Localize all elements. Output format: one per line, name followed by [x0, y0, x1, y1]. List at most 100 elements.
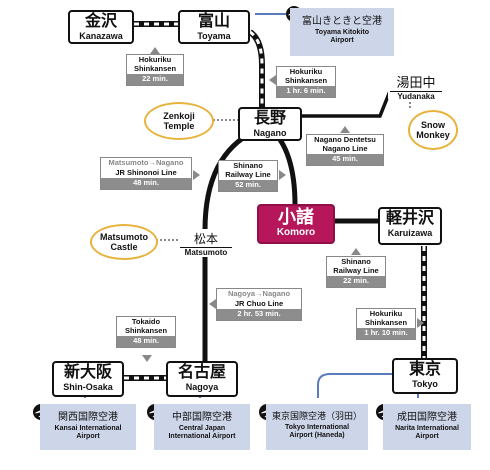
- route-matsumoto-nagano-line: JR Shinonoi Line: [115, 167, 177, 177]
- station-toyama[interactable]: 富山 Toyama: [178, 10, 250, 44]
- station-karuizawa[interactable]: 軽井沢 Karuizawa: [378, 207, 442, 245]
- route-shinosaka-nagoya-line2: Shinkansen: [124, 325, 168, 335]
- airport-haneda-jp: 東京国際空港（羽田）: [271, 411, 362, 421]
- airport-toyama[interactable]: 富山きときと空港 Toyama Kitokito Airport: [290, 8, 394, 56]
- sight-snow-monkey-line1: Snow: [421, 119, 445, 130]
- airport-kansai[interactable]: 関西国際空港 Kansai International Airport: [40, 404, 136, 450]
- route-nagano-komoro-line2: Railway Line: [225, 169, 271, 179]
- station-karuizawa-jp: 軽井沢: [385, 210, 434, 227]
- route-toyama-nagano-time: 1 hr. 6 min.: [277, 86, 335, 97]
- route-nagoya-matsumoto-to: Nagano: [262, 289, 291, 298]
- route-shinosaka-nagoya: Tokaido Shinkansen 48 min.: [116, 316, 176, 348]
- station-kanazawa-en: Kanazawa: [79, 31, 123, 41]
- route-matsumoto-nagano: Matsumoto→Nagano JR Shinonoi Line 48 min…: [100, 157, 192, 190]
- station-komoro-jp: 小諸: [278, 207, 314, 227]
- station-komoro[interactable]: 小諸 Komoro: [257, 204, 335, 244]
- airport-narita[interactable]: 成田国際空港 Narita International Airport: [383, 404, 471, 450]
- airport-kansai-en1: Kansai International: [54, 425, 122, 432]
- station-tokyo[interactable]: 東京 Tokyo: [392, 358, 458, 394]
- route-matsumoto-nagano-time: 48 min.: [101, 178, 191, 189]
- sight-snow-monkey[interactable]: Snow Monkey: [408, 110, 458, 150]
- airport-narita-jp: 成田国際空港: [397, 412, 457, 423]
- airport-haneda-en2: Airport (Haneda): [289, 431, 345, 439]
- station-shin-osaka-en: Shin-Osaka: [63, 382, 113, 392]
- sight-matsumoto-castle[interactable]: Matsumoto Castle: [90, 224, 158, 260]
- air-link-haneda: [317, 373, 392, 398]
- pointer-komoro-karuizawa: [351, 248, 361, 255]
- station-matsumoto-en: Matsumoto: [180, 247, 232, 257]
- sight-zenkoji-line1: Zenkoji: [163, 110, 195, 121]
- sight-zenkoji-temple[interactable]: Zenkoji Temple: [144, 102, 214, 140]
- route-matsumoto-nagano-arrow: →: [148, 158, 156, 167]
- route-komoro-karuizawa-line2: Railway Line: [333, 265, 379, 275]
- pointer-toyama-nagano: [269, 75, 276, 85]
- station-nagano-jp: 長野: [253, 110, 286, 127]
- route-nagoya-matsumoto-header: Nagoya→Nagano: [217, 289, 301, 299]
- route-komoro-karuizawa-time: 22 min.: [327, 276, 385, 287]
- pointer-karuizawa-tokyo: [417, 318, 424, 328]
- station-nagano[interactable]: 長野 Nagano: [238, 107, 302, 141]
- station-tokyo-en: Tokyo: [412, 379, 438, 389]
- route-toyama-nagano: Hokuriku Shinkansen 1 hr. 6 min.: [276, 66, 336, 98]
- route-nagano-komoro: Shinano Railway Line 52 min.: [218, 160, 278, 192]
- airport-chubu-en2: International Airport: [168, 432, 236, 440]
- route-nagano-yudanaka-line2: Nagano Line: [322, 143, 368, 153]
- airport-narita-en2: Airport: [415, 432, 439, 440]
- airport-chubu-en1: Central Japan: [178, 425, 226, 432]
- sight-zenkoji-line2: Temple: [163, 121, 195, 131]
- route-matsumoto-nagano-to: Nagano: [155, 158, 184, 167]
- station-toyama-jp: 富山: [197, 13, 230, 30]
- station-shin-osaka[interactable]: 新大阪 Shin-Osaka: [52, 361, 124, 397]
- route-karuizawa-tokyo: Hokuriku Shinkansen 1 hr. 10 min.: [356, 308, 416, 340]
- route-komoro-karuizawa-line1: Shinano: [341, 257, 371, 266]
- route-nagoya-matsumoto: Nagoya→Nagano JR Chuo Line 2 hr. 53 min.: [216, 288, 302, 321]
- station-yudanaka[interactable]: 湯田中 Yudanaka: [388, 72, 444, 102]
- route-kanazawa-toyama-line2: Shinkansen: [133, 63, 177, 73]
- route-komoro-karuizawa: Shinano Railway Line 22 min.: [326, 256, 386, 288]
- route-nagano-komoro-time: 52 min.: [219, 180, 277, 191]
- station-komoro-en: Komoro: [276, 227, 316, 238]
- route-matsumoto-nagano-header: Matsumoto→Nagano: [101, 158, 191, 168]
- station-shin-osaka-jp: 新大阪: [63, 364, 112, 381]
- airport-kansai-en2: Airport: [76, 432, 100, 440]
- sight-snow-monkey-line2: Monkey: [416, 130, 450, 140]
- pointer-nagano-yudanaka: [340, 126, 350, 133]
- airport-chubu-jp: 中部国際空港: [172, 412, 232, 423]
- route-kanazawa-toyama-line1: Hokuriku: [138, 55, 172, 64]
- route-shinosaka-nagoya-line1: Tokaido: [131, 317, 161, 326]
- airport-toyama-en2: Airport: [330, 36, 354, 44]
- station-yudanaka-jp: 湯田中: [396, 75, 436, 90]
- route-karuizawa-tokyo-line2: Shinkansen: [364, 317, 408, 327]
- pointer-nagano-komoro: [279, 170, 286, 180]
- pointer-nagoya-matsumoto: [209, 299, 216, 309]
- station-matsumoto[interactable]: 松本 Matsumoto: [178, 229, 234, 257]
- station-toyama-en: Toyama: [197, 31, 231, 41]
- route-kanazawa-toyama: Hokuriku Shinkansen 22 min.: [126, 54, 184, 86]
- station-nagoya[interactable]: 名古屋 Nagoya: [166, 361, 238, 397]
- route-matsumoto-nagano-from: Matsumoto: [108, 158, 149, 167]
- route-nagano-yudanaka-line1: Nagano Dentetsu: [314, 135, 376, 144]
- airport-chubu[interactable]: 中部国際空港 Central Japan International Airpo…: [154, 404, 250, 450]
- station-nagoya-en: Nagoya: [185, 382, 219, 392]
- route-nagoya-matsumoto-line: JR Chuo Line: [234, 298, 284, 308]
- airport-toyama-en1: Toyama Kitokito: [315, 29, 369, 36]
- pointer-kanazawa-toyama: [150, 47, 160, 54]
- route-kanazawa-toyama-time: 22 min.: [127, 74, 183, 85]
- station-kanazawa-jp: 金沢: [84, 13, 117, 30]
- sight-matsumoto-castle-line1: Matsumoto: [100, 231, 148, 242]
- airport-haneda[interactable]: 東京国際空港（羽田） Tokyo International Airport (…: [266, 404, 368, 450]
- shinkansen-toyama-nagano-stripe: [249, 30, 264, 107]
- station-matsumoto-jp: 松本: [193, 232, 218, 246]
- station-nagano-en: Nagano: [253, 128, 287, 138]
- station-kanazawa[interactable]: 金沢 Kanazawa: [68, 10, 134, 44]
- airport-haneda-en1: Tokyo International: [284, 423, 350, 431]
- route-toyama-nagano-line1: Hokuriku: [289, 67, 323, 76]
- route-nagano-yudanaka: Nagano Dentetsu Nagano Line 45 min.: [306, 134, 384, 166]
- station-tokyo-jp: 東京: [408, 361, 441, 378]
- pointer-shinosaka-nagoya: [142, 355, 152, 362]
- route-nagoya-matsumoto-arrow: →: [255, 289, 263, 298]
- station-karuizawa-en: Karuizawa: [387, 228, 433, 238]
- airport-kansai-jp: 関西国際空港: [58, 412, 118, 423]
- route-nagano-komoro-line1: Shinano: [233, 161, 263, 170]
